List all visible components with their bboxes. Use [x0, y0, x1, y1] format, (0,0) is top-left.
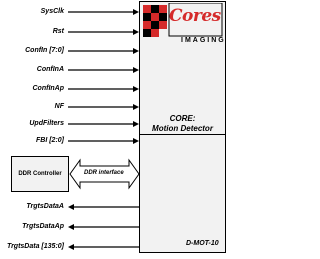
- input-label-fbi: FBI [2:0]: [36, 137, 64, 144]
- input-arrow-0-arrowhead: [133, 9, 139, 15]
- input-label-confina: ConfInA: [36, 66, 64, 73]
- input-arrow-4-arrowhead: [133, 86, 139, 92]
- output-arrow-2-arrowhead: [68, 244, 74, 250]
- input-label-sysclk: SysClk: [40, 8, 64, 15]
- core-title: CORE: Motion Detector: [140, 114, 225, 135]
- logo-checker-icon: [143, 5, 167, 37]
- input-arrow-3-arrowhead: [133, 67, 139, 73]
- ddr-interface-label: DDR interface: [84, 170, 124, 176]
- logo-sub-text: IMAGING: [181, 37, 226, 44]
- output-label-trgtsdata: TrgtsData [135:0]: [6, 243, 64, 250]
- input-arrow-1-arrowhead: [133, 29, 139, 35]
- input-arrow-5-arrowhead: [133, 104, 139, 110]
- core-title-line2: Motion Detector: [140, 124, 225, 135]
- output-arrow-1-arrowhead: [68, 224, 74, 230]
- ddr-interface-arrow: [69, 158, 140, 190]
- output-arrow-0-arrowhead: [68, 204, 74, 210]
- input-label-nf: NF: [54, 103, 64, 110]
- input-label-rst: Rst: [52, 28, 64, 35]
- output-label-trgtsdataa: TrgtsDataA: [26, 203, 64, 210]
- ddr-controller-block: DDR Controller: [11, 156, 69, 192]
- core-title-line1: CORE:: [169, 114, 196, 123]
- logo-brand-text: Cores: [169, 6, 221, 26]
- signal-wires: [68, 9, 140, 250]
- input-arrow-6-arrowhead: [133, 121, 139, 127]
- block-diagram: Cores IMAGING CORE: Motion Detector D-MO…: [6, 1, 226, 253]
- core-block: [139, 1, 226, 253]
- input-label-confin: ConfIn [7:0]: [25, 47, 64, 54]
- input-label-updfilters: UpdFilters: [29, 120, 64, 127]
- input-arrow-2-arrowhead: [133, 48, 139, 54]
- input-label-confinap: ConfInAp: [32, 85, 65, 92]
- cores-imaging-logo: [143, 3, 223, 37]
- core-code: D-MOT-10: [186, 240, 219, 247]
- input-arrow-7-arrowhead: [133, 138, 139, 144]
- output-label-trgtsdataap: TrgtsDataAp: [22, 223, 64, 230]
